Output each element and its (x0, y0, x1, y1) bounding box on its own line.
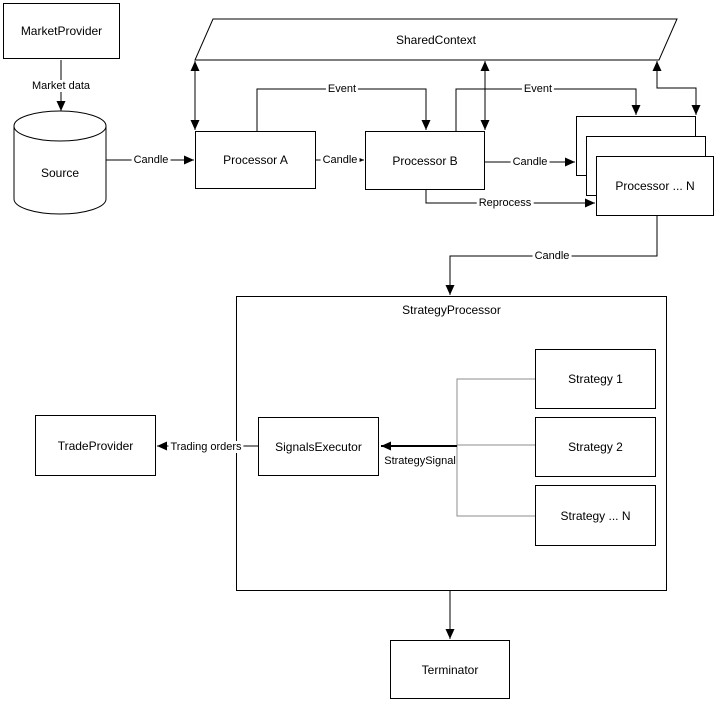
node-processor-b: Processor B (365, 131, 485, 190)
node-trade-provider: TradeProvider (35, 415, 156, 476)
strategy-2-label: Strategy 2 (568, 440, 623, 454)
edge-label-reprocess: Reprocess (476, 197, 534, 209)
shared-context-label: SharedContext (395, 33, 477, 47)
edge-label-strategy-signal: StrategySignal (384, 455, 456, 467)
edge-strategy-bus (456, 378, 535, 517)
source-cylinder-shape (13, 110, 107, 215)
node-strategy-1: Strategy 1 (535, 349, 656, 409)
node-strategy-2: Strategy 2 (535, 417, 656, 477)
strategy-n-label: Strategy ... N (560, 508, 631, 523)
node-processor-n: Processor ... N (596, 156, 714, 216)
edge-label-candle-n-to-strategy: Candle (532, 250, 572, 262)
market-provider-label: MarketProvider (20, 24, 103, 38)
processor-a-label: Processor A (223, 153, 288, 167)
edge-event-a-to-b (256, 88, 431, 131)
strategy-1-label: Strategy 1 (568, 372, 623, 386)
node-terminator: Terminator (390, 640, 510, 699)
processor-n-label: Processor ... N (615, 179, 695, 193)
signals-executor-label: SignalsExecutor (275, 439, 362, 454)
edge-reprocess (425, 190, 595, 208)
shared-context-shape (194, 18, 678, 61)
edge-label-event-a-to-b: Event (325, 83, 359, 95)
trade-provider-label: TradeProvider (57, 438, 134, 453)
edge-label-candle-a-to-b: Candle (320, 154, 360, 166)
node-signals-executor: SignalsExecutor (258, 417, 379, 476)
processor-b-label: Processor B (392, 153, 458, 168)
edge-label-market-data: Market data (29, 80, 93, 92)
strategy-processor-label: StrategyProcessor (402, 303, 501, 317)
edge-label-event-b-to-n: Event (521, 83, 555, 95)
node-strategy-n: Strategy ... N (535, 485, 656, 546)
edge-label-trading-orders: Trading orders (168, 441, 244, 453)
source-label: Source (40, 166, 80, 180)
node-market-provider: MarketProvider (3, 3, 120, 59)
edge-shared-context-processor-n (652, 61, 701, 115)
edge-label-candle-source-to-a: Candle (131, 154, 171, 166)
edge-label-candle-b-to-n: Candle (510, 156, 550, 168)
terminator-label: Terminator (421, 662, 479, 677)
node-processor-a: Processor A (195, 131, 316, 189)
